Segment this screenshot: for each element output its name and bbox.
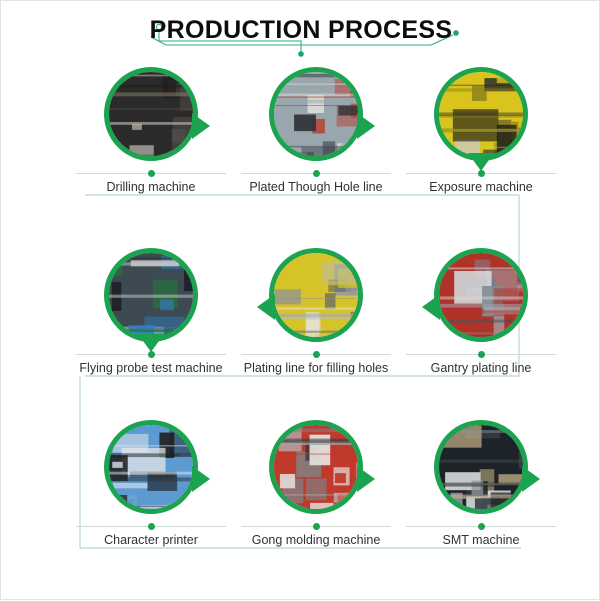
title-band: PRODUCTION PROCESS <box>1 7 600 59</box>
process-step[interactable]: Gantry plating line <box>398 246 564 350</box>
smt-machine-photo <box>434 420 528 514</box>
flow-arrow-right-icon <box>357 113 375 139</box>
plated-though-hole-line-photo <box>269 67 363 161</box>
step-dot-icon <box>313 523 320 530</box>
process-step[interactable]: Gong molding machine <box>233 418 399 522</box>
step-media <box>398 246 564 350</box>
step-rule <box>406 173 556 174</box>
flying-probe-test-machine-photo <box>104 248 198 342</box>
page-title: PRODUCTION PROCESS <box>1 16 600 45</box>
step-media <box>68 246 234 350</box>
step-media <box>398 65 564 169</box>
step-label: Flying probe test machine <box>68 361 234 377</box>
step-media <box>233 246 399 350</box>
step-rule <box>76 354 226 355</box>
step-dot-icon <box>148 170 155 177</box>
drilling-machine-photo <box>104 67 198 161</box>
step-label: Gong molding machine <box>233 533 399 549</box>
step-rule <box>76 526 226 527</box>
step-dot-icon <box>148 351 155 358</box>
flow-arrow-down-icon <box>138 334 164 352</box>
flow-arrow-right-icon <box>522 466 540 492</box>
flow-arrow-down-icon <box>468 153 494 171</box>
character-printer-photo <box>104 420 198 514</box>
process-step[interactable]: SMT machine <box>398 418 564 522</box>
step-rule <box>241 526 391 527</box>
step-rule <box>241 173 391 174</box>
step-media <box>68 418 234 522</box>
step-dot-icon <box>478 351 485 358</box>
step-label: Gantry plating line <box>398 361 564 377</box>
flow-arrow-left-icon <box>257 294 275 320</box>
step-label: Exposure machine <box>398 180 564 196</box>
step-label: Plated Though Hole line <box>233 180 399 196</box>
flow-arrow-right-icon <box>357 466 375 492</box>
flow-arrow-left-icon <box>422 294 440 320</box>
flow-arrow-right-icon <box>192 113 210 139</box>
step-rule <box>76 173 226 174</box>
step-media <box>233 65 399 169</box>
flow-arrow-right-icon <box>192 466 210 492</box>
step-media <box>233 418 399 522</box>
step-rule <box>406 526 556 527</box>
process-step[interactable]: Plated Though Hole line <box>233 65 399 169</box>
process-step[interactable]: Character printer <box>68 418 234 522</box>
gantry-plating-line-photo <box>434 248 528 342</box>
step-dot-icon <box>478 523 485 530</box>
process-step[interactable]: Exposure machine <box>398 65 564 169</box>
step-label: Drilling machine <box>68 180 234 196</box>
step-rule <box>241 354 391 355</box>
gong-molding-machine-photo <box>269 420 363 514</box>
step-dot-icon <box>313 351 320 358</box>
exposure-machine-photo <box>434 67 528 161</box>
step-dot-icon <box>148 523 155 530</box>
process-step[interactable]: Plating line for filling holes <box>233 246 399 350</box>
step-dot-icon <box>478 170 485 177</box>
step-rule <box>406 354 556 355</box>
step-dot-icon <box>313 170 320 177</box>
process-step[interactable]: Flying probe test machine <box>68 246 234 350</box>
process-step[interactable]: Drilling machine <box>68 65 234 169</box>
step-label: Character printer <box>68 533 234 549</box>
step-media <box>68 65 234 169</box>
step-label: Plating line for filling holes <box>233 361 399 377</box>
plating-line-for-filling-holes-photo <box>269 248 363 342</box>
step-label: SMT machine <box>398 533 564 549</box>
step-media <box>398 418 564 522</box>
deco-node-bottom-icon <box>298 51 304 57</box>
